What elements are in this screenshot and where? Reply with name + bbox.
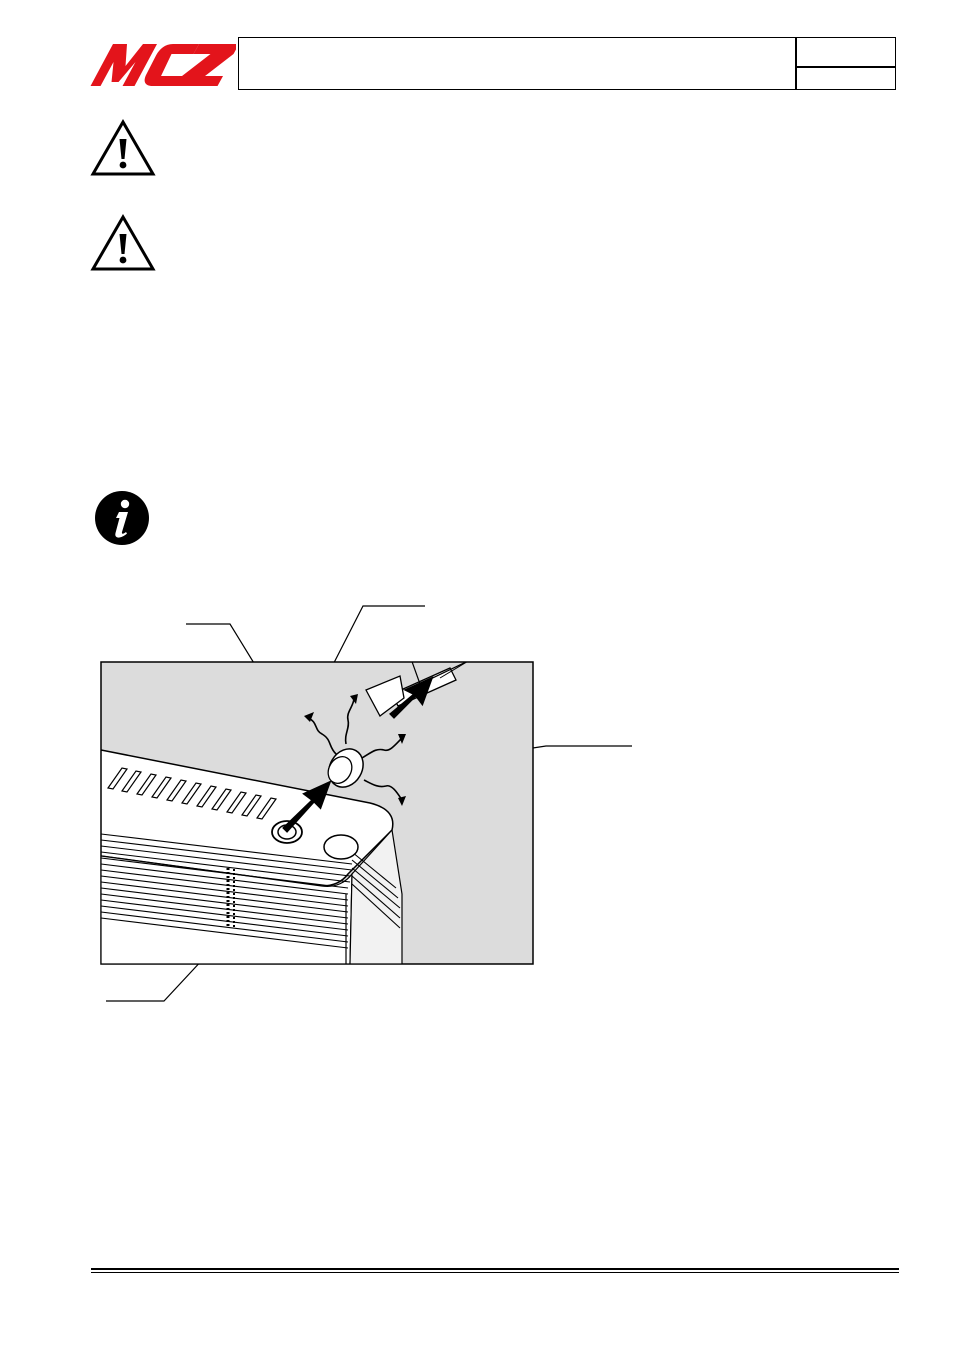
footer-rule xyxy=(91,1268,899,1270)
mcz-logo xyxy=(90,44,236,86)
stove-installation-figure xyxy=(100,605,632,1002)
smoke-lines xyxy=(307,697,403,801)
warning-triangle-icon xyxy=(90,119,156,176)
figure-frame xyxy=(100,661,534,965)
header-divider-horizontal xyxy=(796,66,895,68)
airflow-arrows xyxy=(282,676,434,833)
header-box xyxy=(238,37,896,90)
warning-triangle-icon xyxy=(90,214,156,271)
header-divider xyxy=(795,38,797,89)
footer-rule-thin xyxy=(91,1272,899,1273)
info-circle-icon xyxy=(95,491,149,545)
